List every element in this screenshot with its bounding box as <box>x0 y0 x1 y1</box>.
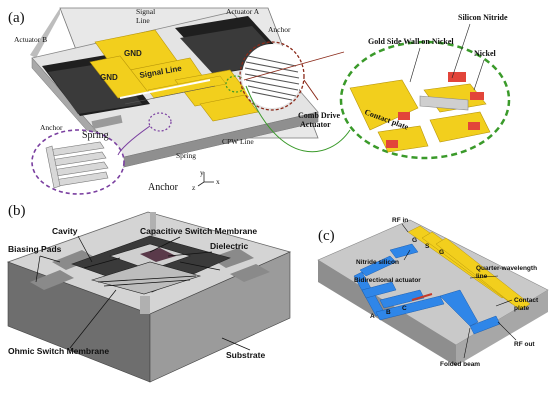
spring-zoom-beams <box>45 141 109 189</box>
label-gold-side-wall: Gold Side Wall on Nickel <box>368 37 454 46</box>
label-bidirectional: Bidirectional actuator <box>354 277 421 284</box>
label-silicon-nitride: Silicon Nitride <box>458 13 508 22</box>
label-c: C <box>402 305 407 312</box>
panel-b-tag: (b) <box>8 203 26 219</box>
label-rf-out: RF out <box>514 341 535 348</box>
connector-contact-2 <box>243 51 345 81</box>
gold-line-g2 <box>435 237 531 311</box>
label-signal-line: Signal Line <box>136 7 157 25</box>
label-folded-beam: Folded beam <box>440 361 480 368</box>
bias-pad-1 <box>52 250 96 270</box>
contact-zoom-gold-1 <box>349 79 419 131</box>
label-signal-line-2: Line <box>136 16 150 25</box>
contact-zoom-nickel-1 <box>448 72 466 82</box>
label-anchor-top: Anchor <box>268 25 291 34</box>
label-biasing-pads: Biasing Pads <box>8 244 62 254</box>
contact-zoom-nickel-3 <box>398 112 410 120</box>
contact-zoom-nickel-2 <box>470 92 484 100</box>
zoom-circle-spring-small <box>148 112 172 132</box>
label-comb-drive-1: Comb Drive <box>298 111 340 120</box>
spring-rail-1 <box>119 79 211 99</box>
connector-contact <box>245 85 351 153</box>
label-s: S <box>425 243 430 250</box>
label-contact-plate-c: Contact plate <box>514 297 540 312</box>
panel-a: y x z (a) Actuator A Anchor Signal Line … <box>8 7 511 195</box>
label-cpw-line: CPW Line <box>222 137 254 146</box>
label-rf-in: RF in <box>392 217 408 224</box>
label-gnd-top: GND <box>124 49 142 58</box>
label-a: A <box>370 313 375 320</box>
leader-nickel <box>473 59 485 91</box>
label-spring-big: Spring <box>82 130 109 141</box>
contact-zoom-nitride <box>419 95 469 111</box>
label-gnd-mid: GND <box>100 73 118 82</box>
zoom-circle-comb <box>239 41 305 111</box>
label-anchor-bottom: Anchor <box>148 182 179 193</box>
comb-zoom-fingers <box>244 55 300 101</box>
spring-rail-2 <box>124 85 216 105</box>
leader-gold-side <box>409 47 421 83</box>
panel-b: (b) Cavity Capacitive Switch Membrane Bi… <box>6 203 292 383</box>
label-quarter-wave-1: Quarter-wavelength <box>476 265 537 272</box>
panel-c-tag: (c) <box>318 228 335 244</box>
label-actuator-b: Actuator B <box>14 35 47 44</box>
label-dielectric: Dielectric <box>210 241 249 251</box>
label-contact-plate-c-1: Contact <box>514 297 539 304</box>
red-contact <box>411 293 433 301</box>
membrane-lines <box>83 257 221 287</box>
ohmic-membrane <box>90 261 202 295</box>
dielectric-patch <box>140 248 176 262</box>
label-ohmic: Ohmic Switch Membrane <box>8 346 109 356</box>
blue-actuator <box>353 243 501 335</box>
bias-pad-4 <box>230 264 270 282</box>
axis-gizmo <box>197 172 214 187</box>
axis-x-label: x <box>216 177 220 186</box>
panel-c-leaders <box>401 223 517 359</box>
substrate-a-front <box>30 8 60 58</box>
contact-zoom-nickel-5 <box>386 140 398 148</box>
comb-zoom-fill <box>242 44 302 108</box>
bias-pad-2 <box>30 270 74 290</box>
cpw-line-b <box>150 212 156 236</box>
contact-zoom-gold-3 <box>429 111 491 143</box>
label-actuator-a: Actuator A <box>226 7 260 16</box>
label-cavity: Cavity <box>52 226 78 236</box>
label-g2: G <box>439 249 444 256</box>
label-spring-small: Spring <box>176 151 196 160</box>
axis-y-label: y <box>200 168 204 177</box>
leader-silicon-nitride <box>451 23 471 79</box>
label-anchor-left: Anchor <box>40 123 63 132</box>
label-signal-line-1: Signal <box>136 7 155 16</box>
label-b: B <box>386 309 391 316</box>
cpw-line-b2 <box>140 296 150 314</box>
label-capacitive: Capacitive Switch Membrane <box>140 226 257 236</box>
label-quarter-wave-2: line <box>476 273 488 280</box>
axis-z-label: z <box>192 183 196 192</box>
connector-spring <box>117 125 151 156</box>
label-comb-drive: Comb Drive Actuator <box>298 111 342 129</box>
label-substrate: Substrate <box>226 350 265 360</box>
substrate-c-right <box>456 290 548 366</box>
anchor-block-a <box>91 114 123 130</box>
contact-zoom-nickel-4 <box>468 122 480 130</box>
panel-a-tag: (a) <box>8 10 25 26</box>
label-quarter-wave: Quarter-wavelength line <box>476 265 539 280</box>
connector-comb <box>303 79 319 101</box>
label-contact-plate-c-2: plate <box>514 305 530 312</box>
panel-c: (c) RF in Nitride silicon Bidirectional … <box>317 217 549 368</box>
label-comb-drive-2: Actuator <box>300 120 331 129</box>
label-g1: G <box>412 237 417 244</box>
panel-b-leaders <box>35 235 251 351</box>
label-nickel: Nickel <box>474 49 497 58</box>
label-nitride-silicon: Nitride silicon <box>356 259 399 266</box>
bias-pad-3 <box>210 248 254 268</box>
